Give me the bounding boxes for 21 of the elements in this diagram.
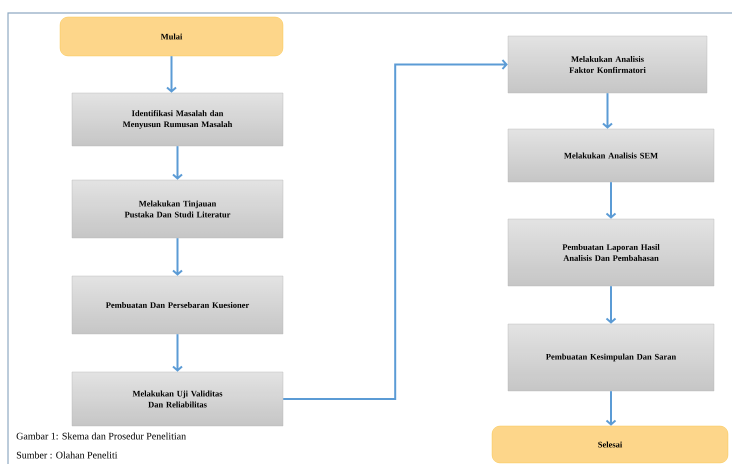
arrow <box>606 182 616 219</box>
arrow <box>606 286 616 324</box>
terminal-box: Mulai <box>60 16 284 56</box>
arrow <box>606 391 616 426</box>
process-box: Melakukan Analisis Faktor Konfirmatori <box>508 36 708 94</box>
process-box: Melakukan Uji Validitas Dan Reliabilitas <box>72 372 284 426</box>
arrow <box>283 59 508 400</box>
process-box: Pembuatan Laporan Hasil Analisis Dan Pembahasan <box>508 218 714 286</box>
arrow <box>172 334 183 372</box>
caption: Gambar 1: Skema dan Prosedur Penelitian <box>16 432 186 440</box>
source-note: Sumber : Olahan Peneliti <box>16 451 118 459</box>
arrow <box>172 238 183 276</box>
arrow <box>166 56 177 93</box>
arrow <box>172 146 183 180</box>
terminal-box: Selesai <box>492 426 728 464</box>
arrow <box>602 93 613 129</box>
process-box: Melakukan Tinjauan Pustaka Dan Studi Literatur <box>72 180 284 238</box>
process-box: Pembuatan Kesimpulan Dan Saran <box>508 324 714 392</box>
process-box: Identifikasi Masalah dan Menyusun Rumusan Masalah <box>72 92 284 146</box>
process-box: Pembuatan Dan Persebaran Kuesioner <box>72 276 284 334</box>
process-box: Melakukan Analisis SEM <box>508 128 714 182</box>
